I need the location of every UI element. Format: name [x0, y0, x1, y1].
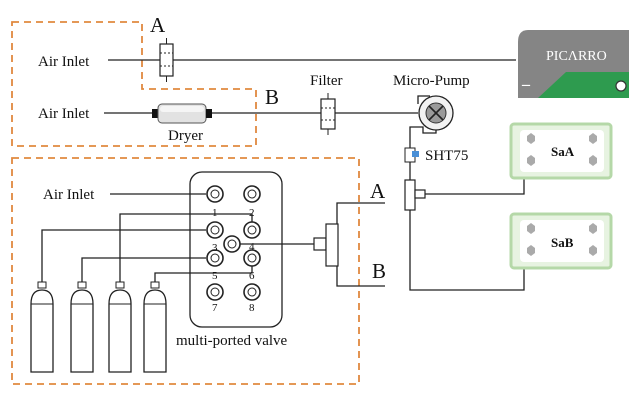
valve-line-a: [336, 202, 385, 224]
air-inlet-top-label: Air Inlet: [38, 54, 90, 70]
valve-port-label: 5: [212, 270, 218, 282]
micro-pump-label: Micro-Pump: [393, 73, 470, 89]
pump-icon: [417, 95, 454, 131]
dryer-label: Dryer: [168, 128, 203, 144]
sab-label: SaB: [551, 235, 574, 250]
picarro-analyzer: PICΛRRO –: [518, 30, 629, 98]
gas-cylinder-icon: [30, 281, 54, 373]
port-b-top-label: B: [265, 85, 279, 109]
cyl4-line: [154, 266, 253, 287]
port-b-right-label: B: [372, 259, 386, 283]
tee-connector-icon: [313, 223, 339, 267]
sample-box-sab: [509, 212, 613, 270]
port-a-right-label: A: [370, 179, 386, 203]
valve-port-label: 7: [212, 302, 218, 314]
cyl2-line: [81, 257, 206, 287]
valve-port-label: 8: [249, 302, 255, 314]
dryer-icon: [152, 103, 212, 124]
valve-port-label: 3: [212, 242, 218, 254]
filter-icon: [320, 93, 336, 135]
valve-port-label: 1: [212, 207, 218, 219]
valve-caption: multi-ported valve: [176, 333, 288, 349]
tee-connector-icon: [404, 179, 426, 211]
line-to-sab: [409, 210, 525, 291]
valve-port-label: 6: [249, 270, 255, 282]
air-inlet-valve-label: Air Inlet: [43, 187, 95, 203]
air-inlet-dashed-box: [11, 21, 257, 147]
valve-port-icon: [206, 185, 261, 301]
cyl1-line: [41, 229, 206, 287]
valve-dashed-box: [11, 157, 360, 385]
sample-box-saa: [509, 122, 613, 180]
pump-outlet-line: [409, 126, 437, 148]
picarro-logo: PICΛRRO: [546, 49, 607, 64]
gas-cylinder-icon: [143, 281, 167, 373]
air-inlet-mid-label: Air Inlet: [38, 106, 90, 122]
saa-label: SaA: [551, 144, 575, 159]
gas-cylinder-icon: [70, 281, 94, 373]
valve-port-label: 4: [249, 241, 255, 253]
sht75-sensor: [404, 147, 419, 163]
valve-port-label: 2: [249, 207, 255, 219]
valve-line-b: [336, 266, 385, 287]
port-a-top-label: A: [150, 13, 166, 37]
filter-label: Filter: [310, 73, 343, 89]
picarro-minus: –: [521, 76, 531, 93]
gas-cylinder-icon: [108, 281, 132, 373]
cyl3-line: [119, 213, 253, 287]
line-to-saa: [425, 178, 525, 195]
sht75-label: SHT75: [425, 148, 468, 164]
filter-icon: [159, 38, 174, 82]
